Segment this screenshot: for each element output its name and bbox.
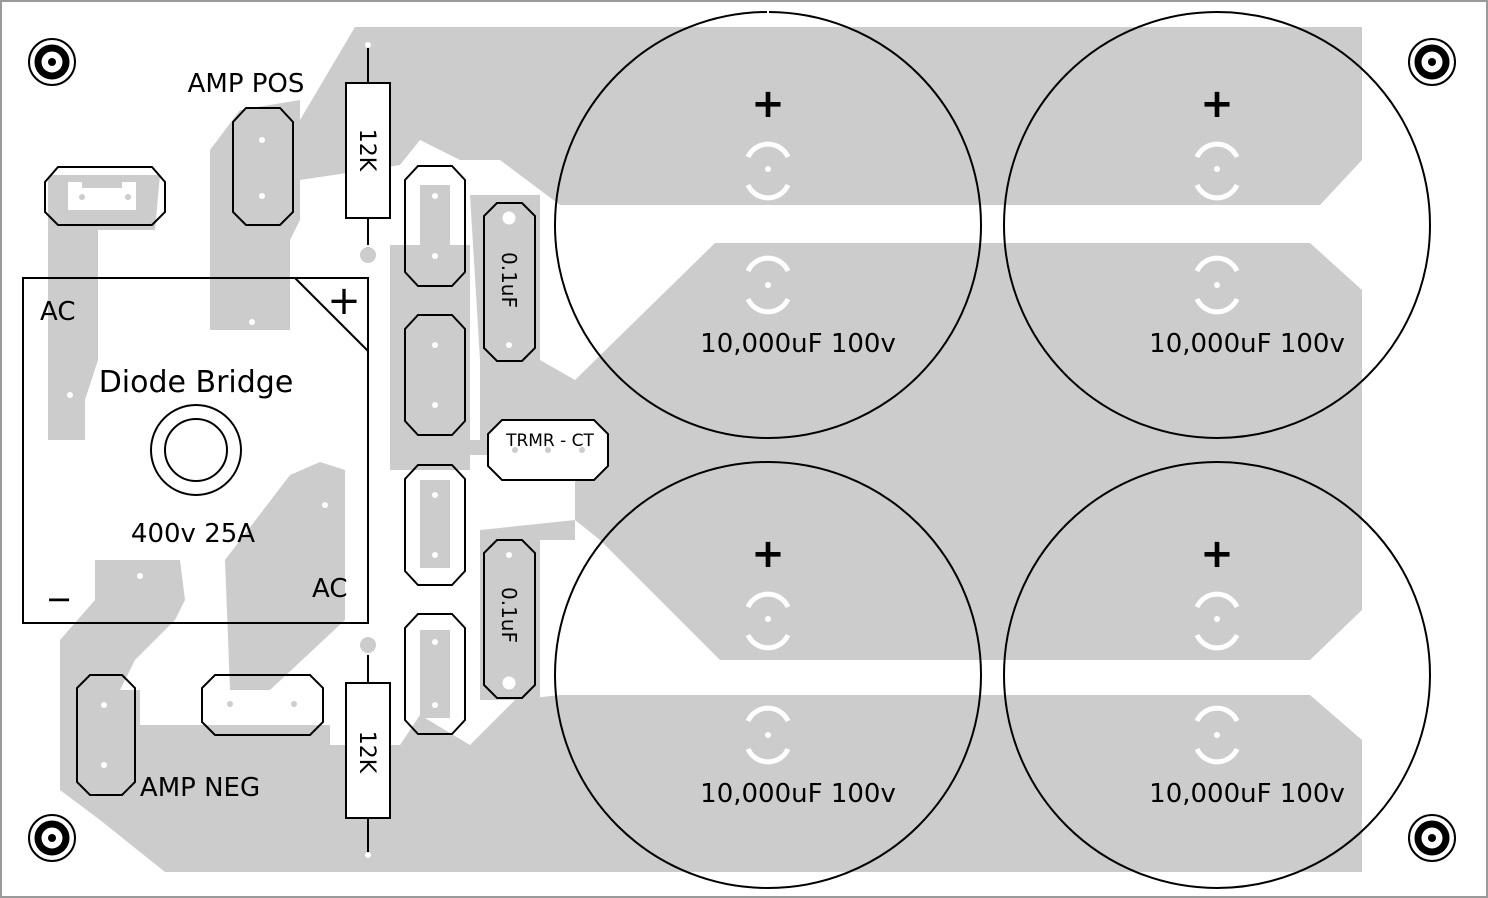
big-capacitor-2-value: 10,000uF 100v [1149, 329, 1345, 359]
big-capacitor-4-value: 10,000uF 100v [1149, 779, 1345, 809]
copper-ground-plane [575, 243, 1362, 660]
center-connector-3 [404, 464, 466, 586]
amp-neg-connector [76, 674, 136, 796]
trimmer: TRMR - CT [487, 419, 609, 481]
ac-connector-bottom [201, 674, 324, 736]
trimmer-label: TRMR - CT [505, 431, 594, 451]
mounting-hole-icon [28, 38, 76, 86]
copper-ac-left [48, 175, 160, 440]
amp-pos-connector [232, 107, 294, 226]
copper-upper-small-cap [470, 195, 575, 440]
big-capacitor-3: + 10,000uF 100v [554, 461, 982, 889]
bridge-ac-bottom-label: AC [312, 574, 347, 604]
mounting-holes [28, 38, 1456, 862]
bridge-title: Diode Bridge [99, 365, 294, 400]
resistor-top-label: 12K [354, 129, 379, 172]
resistor-bottom-label: 12K [354, 731, 379, 774]
copper-ac-right [225, 462, 345, 690]
diode-bridge: + − AC AC Diode Bridge 400v 25A [22, 277, 369, 624]
big-capacitor-2-polarity: + [1200, 81, 1234, 127]
small-cap-bottom: 0.1uF [483, 539, 536, 699]
small-cap-top: 0.1uF [483, 202, 536, 362]
copper-lower-small-cap [480, 520, 575, 700]
center-connector-4 [404, 613, 466, 735]
amp-pos-label: AMP POS [188, 69, 305, 99]
big-capacitor-1: + 10,000uF 100v [554, 7, 982, 439]
bridge-minus-label: − [46, 580, 73, 618]
big-capacitor-3-value: 10,000uF 100v [700, 779, 896, 809]
center-connector-1 [404, 165, 466, 287]
mounting-hole-icon [28, 814, 76, 862]
bridge-rating: 400v 25A [131, 519, 255, 549]
copper-bottom-rail [60, 690, 1362, 872]
bridge-plus-label: + [327, 278, 361, 324]
small-cap-bottom-label: 0.1uF [497, 587, 521, 643]
big-capacitor-4: + 10,000uF 100v [1003, 461, 1431, 889]
big-capacitor-4-polarity: + [1200, 531, 1234, 577]
big-capacitor-1-polarity: + [751, 81, 785, 127]
big-capacitor-1-value: 10,000uF 100v [700, 329, 896, 359]
resistor-top: 12K [345, 42, 391, 265]
big-capacitor-2: + 10,000uF 100v [1003, 11, 1431, 439]
ac-connector-top [44, 166, 166, 226]
copper-minus [60, 560, 185, 690]
bridge-ac-top-label: AC [40, 297, 75, 327]
resistor-bottom: 12K [345, 635, 391, 858]
mounting-hole-icon [1408, 814, 1456, 862]
center-connector-2 [404, 314, 466, 436]
amp-neg-label: AMP NEG [140, 773, 260, 803]
mounting-hole-icon [1408, 38, 1456, 86]
big-capacitor-3-polarity: + [751, 531, 785, 577]
small-cap-top-label: 0.1uF [497, 252, 521, 308]
bolt-hole-icon [150, 404, 242, 496]
